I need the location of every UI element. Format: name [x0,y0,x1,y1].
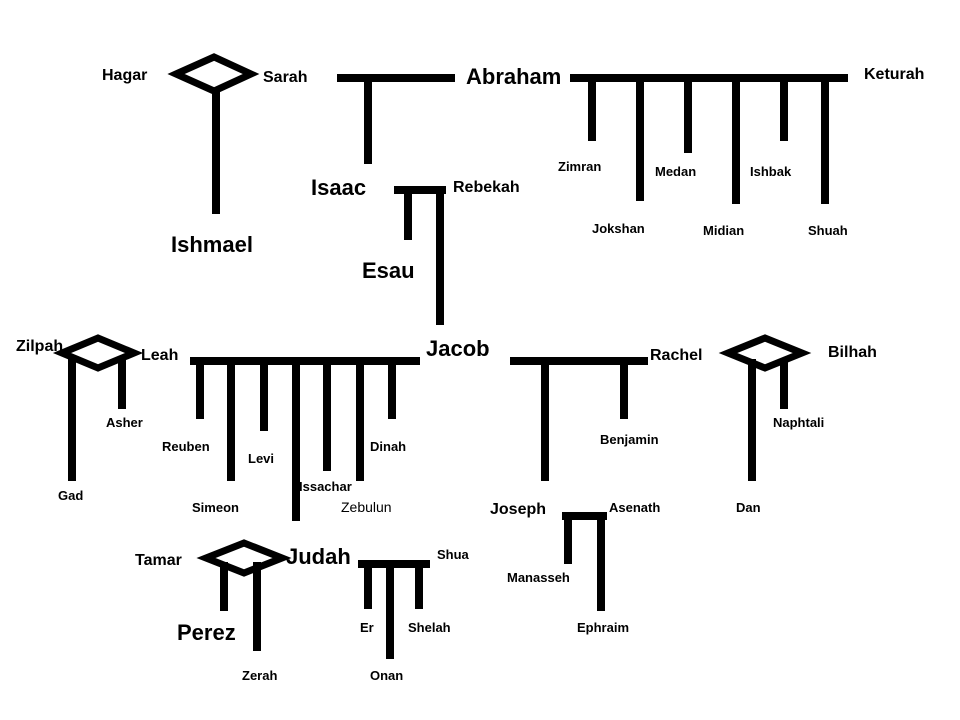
name-er: Er [360,620,374,635]
name-midian: Midian [703,223,744,238]
name-keturah: Keturah [864,66,924,83]
name-asenath: Asenath [609,500,660,515]
name-ishbak: Ishbak [750,164,792,179]
name-issachar: Issachar [299,479,352,494]
name-leah: Leah [141,347,178,364]
name-abraham: Abraham [466,64,561,89]
name-rebekah: Rebekah [453,179,520,196]
name-naphtali: Naphtali [773,415,824,430]
name-bilhah: Bilhah [828,344,877,361]
name-shelah: Shelah [408,620,451,635]
name-zerah: Zerah [242,668,277,683]
name-jacob: Jacob [426,336,490,361]
name-joseph: Joseph [490,501,546,518]
name-ishmael: Ishmael [171,232,253,257]
name-tamar: Tamar [135,552,182,569]
name-asher: Asher [106,415,143,430]
name-manasseh: Manasseh [507,570,570,585]
name-zebulun: Zebulun [341,499,392,515]
name-benjamin: Benjamin [600,432,659,447]
name-simeon: Simeon [192,500,239,515]
name-rachel: Rachel [650,347,702,364]
name-dan: Dan [736,500,761,515]
name-judah: Judah [286,544,351,569]
name-sarah: Sarah [263,69,307,86]
name-ephraim: Ephraim [577,620,629,635]
name-shua: Shua [437,547,470,562]
name-hagar: Hagar [102,67,147,84]
name-jokshan: Jokshan [592,221,645,236]
name-reuben: Reuben [162,439,210,454]
name-zilpah: Zilpah [16,338,63,355]
name-dinah: Dinah [370,439,406,454]
name-shuah: Shuah [808,223,848,238]
zilpah-union-marker [52,334,144,372]
name-perez: Perez [177,620,236,645]
name-esau: Esau [362,258,415,283]
name-levi: Levi [248,451,274,466]
hagar-union-marker [167,53,260,95]
name-isaac: Isaac [311,175,366,200]
name-medan: Medan [655,164,696,179]
bilhah-union-marker [718,334,812,372]
name-gad: Gad [58,488,83,503]
name-onan: Onan [370,668,403,683]
tamar-union-marker [196,539,292,577]
name-zimran: Zimran [558,159,601,174]
